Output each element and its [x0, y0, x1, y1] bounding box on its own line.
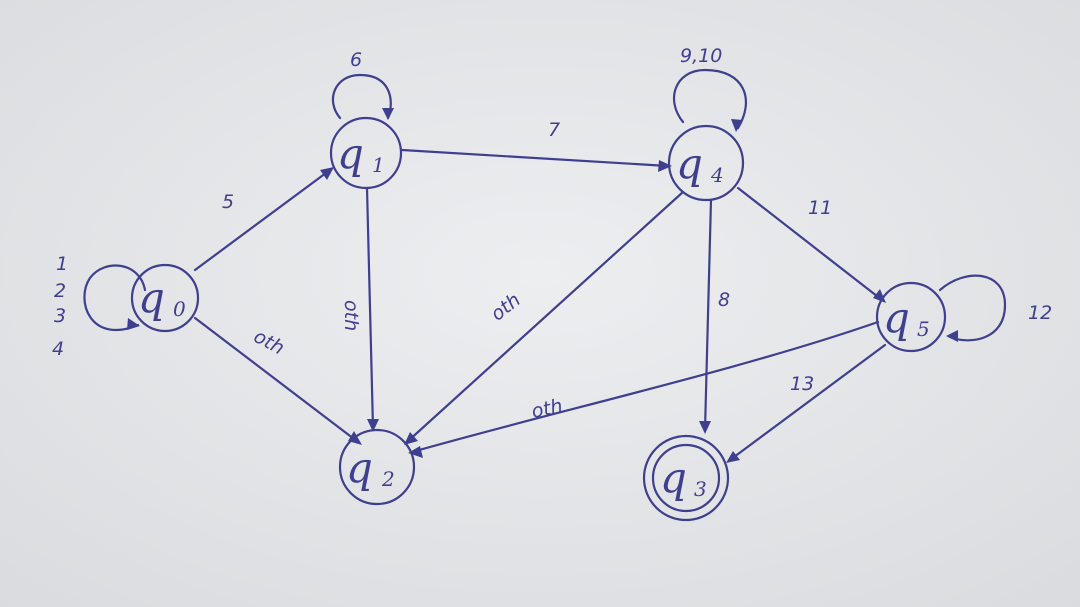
state-q2: q 2: [338, 428, 416, 506]
label-q1-loop: 6: [350, 49, 362, 71]
arrowhead-q1-q4: [658, 160, 672, 172]
state-q4: q 4: [667, 124, 745, 202]
state-circle-outer: [642, 434, 730, 522]
label-q5-to-q3: 13: [790, 373, 814, 395]
edge-q5-to-q2: [410, 320, 880, 454]
state-q0: q 0: [130, 263, 200, 333]
arrowhead-q4-loop: [731, 119, 743, 132]
label-q0-loop-4: 4: [52, 338, 64, 360]
state-subscript: 2: [381, 467, 395, 491]
state-subscript: 4: [710, 163, 724, 187]
edge-q4-to-q5: [736, 186, 884, 302]
label-q4-to-q3: 8: [718, 289, 730, 311]
state-circle-inner: [651, 443, 721, 513]
edge-q4-to-q2: [405, 190, 685, 444]
label-q0-to-q1: 5: [222, 191, 234, 213]
arrowheads: [127, 108, 958, 463]
state-circle: [329, 116, 403, 190]
state-subscript: 5: [917, 317, 930, 341]
edges: [83, 68, 1007, 462]
arrowhead-q1-q2: [367, 419, 379, 432]
state-letter: q: [337, 129, 364, 178]
state-circle: [130, 263, 200, 333]
arrowhead-q4-q3: [699, 421, 711, 434]
arrowhead-q5-loop: [946, 330, 958, 342]
edge-q5-to-q3: [728, 343, 887, 462]
edge-q0-to-q1: [193, 168, 332, 272]
state-letter: q: [883, 293, 910, 342]
state-subscript: 0: [173, 297, 186, 321]
state-q1: q 1: [329, 116, 403, 190]
state-circle: [875, 281, 947, 353]
state-letter: q: [660, 453, 687, 502]
label-q4-loop: 9,10: [680, 45, 722, 67]
state-letter: q: [676, 139, 703, 188]
edge-q5-self-loop: [938, 274, 1007, 342]
arrowhead-q4-q2: [404, 432, 418, 445]
arrowhead-q5-q3: [726, 451, 740, 463]
label-q4-to-q5: 11: [808, 197, 832, 219]
arrowhead-q0-loop: [127, 318, 140, 330]
arrowhead-q5-q2: [408, 446, 423, 458]
label-q5-loop: 12: [1028, 302, 1052, 324]
edge-q4-to-q3: [703, 198, 713, 432]
state-circle: [667, 124, 745, 202]
state-subscript: 3: [694, 477, 707, 501]
arrowhead-q1-loop: [382, 108, 394, 120]
arrowhead-q0-q1: [320, 167, 334, 180]
state-q5: q 5: [875, 281, 947, 353]
edge-q1-to-q4: [400, 148, 670, 168]
edge-q1-self-loop: [331, 73, 392, 120]
label-q1-to-q4: 7: [548, 119, 560, 141]
state-q3: q 3: [642, 434, 730, 522]
label-q1-to-q2: oth: [340, 300, 362, 331]
edge-q1-to-q2: [365, 186, 375, 430]
edge-q0-to-q2: [193, 316, 360, 444]
edge-q0-self-loop: [83, 264, 147, 332]
state-subscript: 1: [372, 153, 385, 177]
state-circle: [338, 428, 416, 506]
state-letter: q: [346, 443, 373, 492]
label-q0-loop-2: 2: [54, 280, 66, 302]
label-q0-loop-3: 3: [54, 305, 66, 327]
state-letter: q: [138, 273, 165, 322]
label-q0-loop-1: 1: [56, 253, 68, 275]
edge-q4-self-loop: [673, 68, 747, 130]
